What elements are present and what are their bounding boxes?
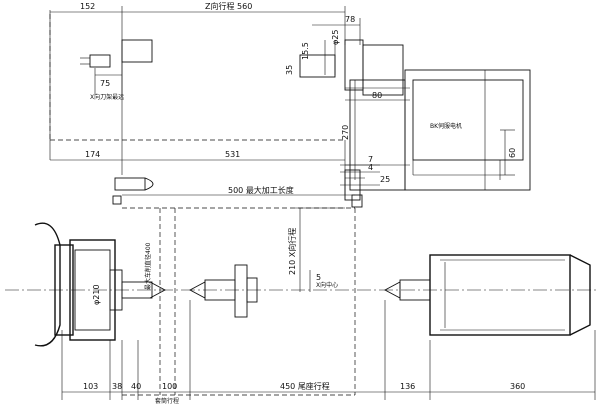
dim-103: 103 <box>83 382 98 391</box>
dim-450-tail-travel: 450 尾座行程 <box>280 381 330 391</box>
tool-holder-label: X向刀架最远 <box>90 93 124 101</box>
dim-40: 40 <box>131 382 141 391</box>
live-center-middle <box>189 264 258 318</box>
dim-136: 136 <box>400 382 415 391</box>
dim-78: 78 <box>345 15 355 24</box>
dim-35: 35 <box>285 65 294 75</box>
dim-z-travel-560: Z向行程 560 <box>205 1 252 11</box>
dim-210-line <box>295 207 345 292</box>
dim-531: 531 <box>225 150 240 159</box>
dim-5: 5 <box>316 273 321 282</box>
dim-152: 152 <box>80 2 95 11</box>
dim-15-5: 15.5 <box>301 42 310 60</box>
turret-tool-left <box>112 177 154 205</box>
max-turning-envelope <box>122 207 356 396</box>
quill-label: 套筒行程 <box>155 397 179 405</box>
small-dims-right <box>340 164 380 186</box>
dim-phi210: φ210 <box>92 284 101 305</box>
x-center-label: X向中心 <box>316 281 338 289</box>
tailstock <box>384 254 591 336</box>
dim-210-x-travel: 210 X向行程 <box>287 228 297 275</box>
dim-25: 25 <box>380 175 390 184</box>
tool-holder-left <box>80 39 153 95</box>
dim-75: 75 <box>100 79 110 88</box>
dim-4: 4 <box>368 163 373 172</box>
motor-label: BK伺服电机 <box>430 122 462 130</box>
middle-dimension-lines <box>50 140 355 196</box>
bottom-dimension-lines <box>61 300 596 400</box>
dim-174: 174 <box>85 150 100 159</box>
tool-zone-dashed <box>49 14 345 141</box>
tool-block-right <box>299 39 404 96</box>
dim-60-lines <box>500 129 515 176</box>
dim-500: 500 最大加工长度 <box>228 185 294 195</box>
dim-phi25: φ25 <box>331 30 340 45</box>
dim-270: 270 <box>341 125 350 140</box>
dim-100: 100 <box>162 382 177 391</box>
dim-38: 38 <box>112 382 122 391</box>
dim-7: 7 <box>368 155 373 164</box>
dim-max-turn-400: 最大车削直径400 <box>144 242 152 290</box>
servo-motor <box>404 69 531 191</box>
dim-60: 60 <box>508 148 517 158</box>
dim-80: 80 <box>372 91 382 100</box>
dim-360: 360 <box>510 382 525 391</box>
